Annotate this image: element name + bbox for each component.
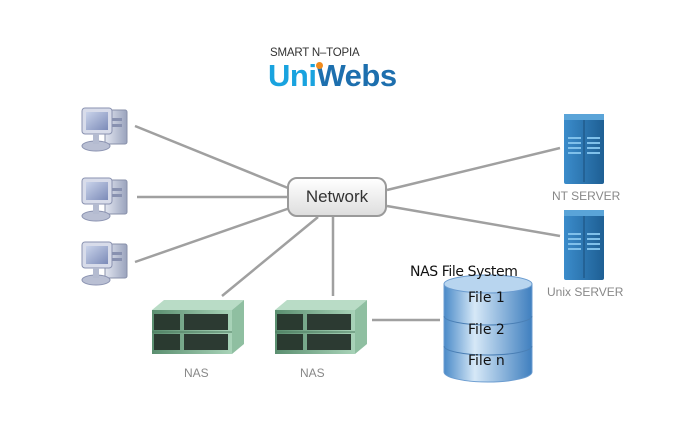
link-client-3	[134, 206, 291, 264]
tower-server-icon	[564, 210, 604, 280]
logo-dot-icon	[316, 62, 323, 69]
link-nt-server	[386, 146, 561, 192]
logo-brand-webs: Webs	[316, 58, 397, 93]
link-nas-1	[221, 216, 319, 297]
network-node: Network	[287, 177, 387, 217]
desktop-computer-icon	[81, 107, 128, 152]
logo-brand-uni: Uni	[268, 58, 317, 93]
file-n-label: File n	[468, 353, 505, 369]
desktop-computer-icon	[81, 241, 128, 286]
nas-1-label: NAS	[184, 366, 209, 380]
rack-server-icon	[152, 300, 244, 354]
file-1-label: File 1	[468, 290, 505, 306]
logo-tagline: SMART N–TOPIA	[270, 47, 360, 59]
desktop-computer-icon	[81, 177, 128, 222]
nas-file-system-title: NAS File System	[410, 264, 518, 280]
rack-server-icon	[275, 300, 367, 354]
nt-server-label: NT SERVER	[552, 189, 621, 203]
logo: UniWebs	[268, 58, 397, 94]
nas-2-label: NAS	[300, 366, 325, 380]
network-label: Network	[305, 187, 369, 206]
database-cylinder-icon	[443, 274, 533, 383]
unix-server-label: Unix SERVER	[547, 285, 624, 299]
tower-server-icon	[564, 114, 604, 184]
link-client-1	[134, 124, 289, 190]
link-unix-server	[386, 204, 561, 238]
file-2-label: File 2	[468, 322, 505, 338]
